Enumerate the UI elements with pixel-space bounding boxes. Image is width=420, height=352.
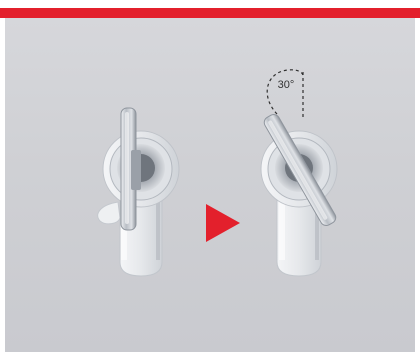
rotation-angle-indicator [267,70,303,120]
rotation-angle-label: 30° [274,79,298,91]
cam-left [98,202,120,224]
lock-after [261,70,338,276]
lock-before [98,108,179,276]
right-arrow-icon [206,204,240,242]
